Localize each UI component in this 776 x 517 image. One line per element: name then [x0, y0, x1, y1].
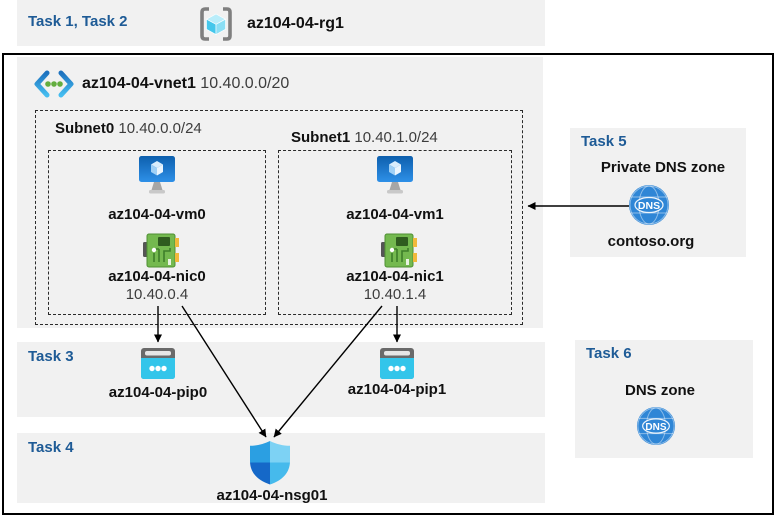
subnet0-inner-box [48, 150, 266, 315]
task-1-2-label: Task 1, Task 2 [28, 13, 128, 30]
nic0-icon [142, 233, 180, 268]
dns-glyph-text: DNS [645, 422, 666, 433]
resource-group-icon [199, 6, 233, 42]
subnet1-cidr: 10.40.1.0/24 [354, 129, 438, 146]
vm0-icon [137, 155, 177, 199]
nic0-ip: 10.40.0.4 [125, 286, 189, 303]
subnet1-title: Subnet1 10.40.1.0/24 [291, 129, 438, 146]
dns-zone-title: DNS zone [624, 382, 696, 399]
pip1-name: az104-04-pip1 [347, 381, 447, 398]
task-1-2-strip: Task 1, Task 2 [17, 0, 545, 46]
nsg-shield-icon [249, 440, 291, 485]
nic1-name: az104-04-nic1 [346, 268, 444, 285]
task-3-strip: Task 3 [17, 342, 545, 417]
nsg-name: az104-04-nsg01 [216, 487, 328, 504]
subnet1-name: Subnet1 [291, 129, 351, 146]
vnet-cidr: 10.40.0.0/20 [200, 75, 290, 92]
pip1-icon [379, 347, 415, 380]
task-3-label: Task 3 [28, 348, 74, 365]
private-dns-zone-name: contoso.org [607, 233, 695, 250]
subnet1-inner-box [278, 150, 512, 315]
subnet0-cidr: 10.40.0.0/24 [118, 120, 202, 137]
nic1-ip: 10.40.1.4 [363, 286, 427, 303]
pip0-icon [140, 347, 176, 380]
task-5-label: Task 5 [581, 133, 627, 150]
private-dns-zone-title: Private DNS zone [600, 159, 726, 176]
subnet0-name: Subnet0 [55, 120, 115, 137]
vm1-name: az104-04-vm1 [346, 206, 444, 223]
dns-zone-icon: DNS [636, 406, 676, 446]
nic0-name: az104-04-nic0 [108, 268, 206, 285]
virtual-network-icon [34, 70, 74, 98]
dns-glyph-text: DNS [638, 200, 660, 212]
vnet-title: az104-04-vnet1 10.40.0.0/20 [82, 75, 289, 93]
subnet0-title: Subnet0 10.40.0.0/24 [55, 120, 202, 137]
vnet-name: az104-04-vnet1 [82, 75, 196, 92]
vm0-name: az104-04-vm0 [108, 206, 206, 223]
pip0-name: az104-04-pip0 [108, 384, 208, 401]
task-4-label: Task 4 [28, 439, 74, 456]
vm1-icon [375, 155, 415, 199]
private-dns-zone-icon: DNS [628, 184, 670, 226]
nic1-icon [380, 233, 418, 268]
vnet-panel [17, 57, 543, 328]
resource-group-name: az104-04-rg1 [247, 15, 344, 32]
task-6-label: Task 6 [586, 345, 632, 362]
diagram-outer-border [2, 53, 774, 515]
